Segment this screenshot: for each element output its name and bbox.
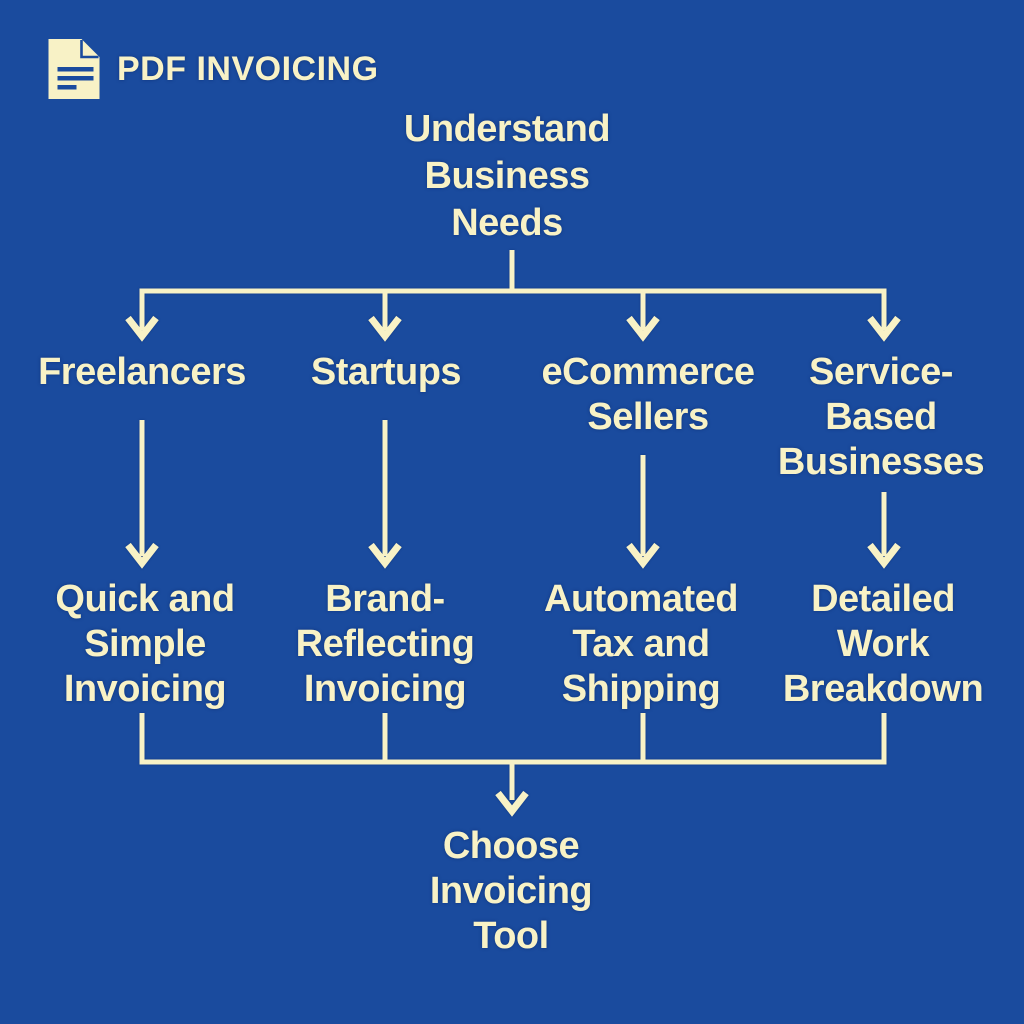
header: PDF INVOICING <box>45 38 379 100</box>
arrowhead-col1-mid <box>125 542 159 569</box>
node-startups: Startups <box>310 351 462 393</box>
node-quick-and-simple-invoicing: Quick and Simple Invoicing <box>55 578 235 710</box>
node-freelancers: Freelancers <box>38 351 246 393</box>
document-icon <box>48 39 100 99</box>
node-brand-reflecting-invoicing: Brand- Reflecting Invoicing <box>295 578 475 710</box>
arrowhead-result <box>495 790 529 817</box>
node-service-based-businesses: Service- Based Businesses <box>777 351 985 483</box>
node-choose-invoicing-tool: Choose Invoicing Tool <box>429 825 593 957</box>
arrowhead-col3-mid <box>626 542 660 569</box>
connector-top-bar <box>139 288 887 330</box>
node-ecommerce-sellers: eCommerce Sellers <box>541 351 755 438</box>
arrowhead-col3-top <box>626 315 660 342</box>
arrowhead-col4-mid <box>867 542 901 569</box>
node-detailed-work-breakdown: Detailed Work Breakdown <box>782 578 984 710</box>
node-automated-tax-and-shipping: Automated Tax and Shipping <box>544 578 738 710</box>
node-understand-business-needs: Understand Business Needs <box>403 108 611 244</box>
arrowhead-col1-top <box>125 315 159 342</box>
arrowhead-col4-top <box>867 315 901 342</box>
page-title: PDF INVOICING <box>117 49 379 88</box>
connector-bottom-bar <box>139 713 887 765</box>
arrowhead-col2-top <box>368 315 402 342</box>
arrowhead-col2-mid <box>368 542 402 569</box>
